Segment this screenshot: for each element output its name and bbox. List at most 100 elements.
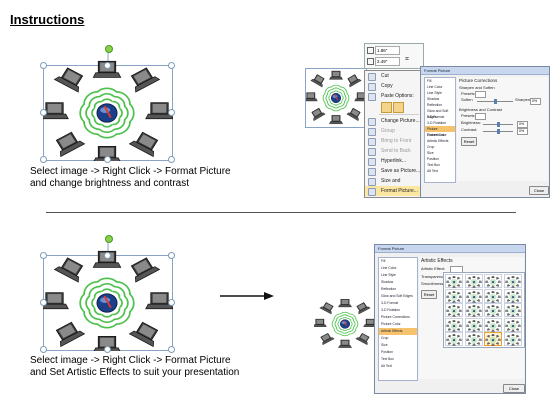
effect-thumbnail[interactable] [503,317,522,332]
effect-thumbnail[interactable] [464,274,483,288]
section-heading: Picture Corrections [459,78,498,83]
nav-item[interactable]: Fill [381,259,386,263]
nav-item[interactable]: 3-D Rotation [381,308,401,312]
effect-thumbnail[interactable] [445,317,463,332]
nav-item[interactable]: Shadow [381,280,394,284]
nav-item[interactable]: Crop [427,145,435,149]
width-field[interactable]: 2.49" [375,57,400,66]
effect-thumbnail[interactable] [445,274,463,288]
selected-picture-1[interactable] [40,43,175,163]
nav-item[interactable]: Shadow [427,97,440,101]
effect-thumbnail[interactable] [503,274,522,288]
effect-thumbnail[interactable] [484,303,502,317]
menu-item-copy[interactable]: Copy [365,81,421,91]
nav-item[interactable]: Fill [427,79,432,83]
effect-thumbnail[interactable] [484,317,502,332]
nav-item[interactable]: Glow and Soft Edges [427,109,449,119]
close-button[interactable]: Close [503,384,525,393]
close-button[interactable]: Close [529,186,549,195]
nav-item[interactable]: Alt Text [427,169,439,173]
effect-thumbnail[interactable] [503,288,522,303]
menu-item-change-picture[interactable]: Change Picture... [365,116,421,126]
menu-item-format-picture[interactable]: Format Picture... [365,186,421,196]
nav-item[interactable]: Crop [381,336,389,340]
nav-item[interactable]: Position [427,157,440,161]
nav-item[interactable]: Line Color [427,85,443,89]
menu-item-save-as-picture[interactable]: Save as Picture... [365,166,421,176]
selected-picture-2[interactable] [40,233,175,353]
resize-handle-tr[interactable] [168,252,175,259]
menu-item-paste-options[interactable]: Paste Options: [365,91,421,101]
nav-item[interactable]: Glow and Soft Edges [381,294,413,298]
resize-handle-b[interactable] [104,346,111,353]
nav-item[interactable]: 3-D Format [427,115,445,119]
resize-handle-r[interactable] [168,299,175,306]
reset-button[interactable]: Reset [461,137,477,146]
resize-handle-tr[interactable] [168,62,175,69]
nav-item[interactable]: Size [427,151,434,155]
height-field[interactable]: 1.86" [375,46,400,55]
nav-item[interactable]: Artistic Effects [427,139,449,143]
resize-handle-br[interactable] [168,346,175,353]
rotation-handle[interactable] [105,235,113,243]
sharpen-slider-knob[interactable] [494,99,497,104]
nav-item[interactable]: Text Box [427,163,441,167]
brightness-presets-dropdown[interactable] [475,113,486,120]
effect-thumbnail[interactable] [503,303,522,317]
effect-thumbnail[interactable] [445,288,463,303]
nav-item[interactable]: Line Color [381,266,397,270]
brightness-label: Brightness: [461,120,482,125]
nav-item[interactable]: 3-D Rotation [427,121,447,125]
menu-item-cut[interactable]: Cut [365,71,421,81]
brightness-value[interactable]: 0% [517,121,528,128]
crop-icon[interactable]: ⌗ [405,56,409,63]
nav-item[interactable]: Picture Corrections [381,315,410,319]
resize-handle-b[interactable] [104,156,111,163]
nav-item[interactable]: Size [381,343,388,347]
nav-item[interactable]: Picture Color [381,322,401,326]
effect-thumbnail[interactable] [484,274,502,288]
contrast-slider-knob[interactable] [497,129,500,134]
resize-handle-l[interactable] [40,109,47,116]
resize-handle-t[interactable] [104,252,111,259]
effect-thumbnail[interactable] [484,288,502,303]
effect-thumbnail-selected[interactable] [484,332,502,346]
resize-handle-t[interactable] [104,62,111,69]
effect-thumbnail[interactable] [503,332,522,346]
resize-handle-br[interactable] [168,156,175,163]
effect-thumbnail[interactable] [464,332,483,346]
paste-picture-button[interactable] [393,102,404,113]
reset-button[interactable]: Reset [421,290,437,299]
effect-thumbnail[interactable] [464,317,483,332]
nav-item[interactable]: Line Style [381,273,396,277]
nav-item[interactable]: Reflection [381,287,397,291]
effect-thumbnail[interactable] [445,303,463,317]
effect-thumbnail[interactable] [445,332,463,346]
menu-item-hyperlink[interactable]: Hyperlink... [365,156,421,166]
paste-keep-button[interactable] [381,102,392,113]
nav-item[interactable]: Alt Text [381,364,393,368]
effect-thumbnail[interactable] [464,303,483,317]
resize-handle-tl[interactable] [40,62,47,69]
nav-item[interactable]: Line Style [427,91,442,95]
sharpen-presets-dropdown[interactable] [475,91,486,98]
nav-item-selected[interactable]: Picture Corrections [425,126,455,137]
brightness-slider-knob[interactable] [497,122,500,127]
contrast-value[interactable]: 0% [517,128,528,135]
resize-handle-tl[interactable] [40,252,47,259]
rotation-handle[interactable] [105,45,113,53]
menu-item-size-and-position[interactable]: Size and Position... [365,176,421,194]
presets2-label: Presets: [461,113,476,118]
nav-item[interactable]: Text Box [381,357,395,361]
nav-item[interactable]: Picture Color [427,133,447,137]
nav-item[interactable]: 3-D Format [381,301,399,305]
resize-handle-bl[interactable] [40,346,47,353]
resize-handle-r[interactable] [168,109,175,116]
nav-item-selected[interactable]: Artistic Effects [379,328,417,335]
effect-thumbnail[interactable] [464,288,483,303]
nav-item[interactable]: Position [381,350,394,354]
resize-handle-bl[interactable] [40,156,47,163]
resize-handle-l[interactable] [40,299,47,306]
sharpen-value[interactable]: 0% [530,98,541,105]
nav-item[interactable]: Reflection [427,103,443,107]
